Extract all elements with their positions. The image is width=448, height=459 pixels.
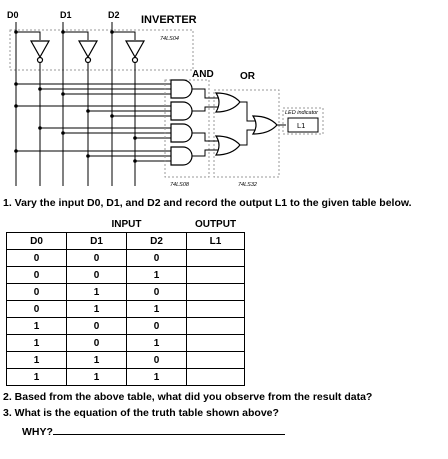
cell-d0: 1 — [6, 351, 67, 369]
cell-d1: 1 — [66, 300, 127, 318]
inverter-chip-outline — [9, 29, 194, 71]
cell-d2: 0 — [126, 351, 187, 369]
inverter-title: INVERTER — [141, 14, 197, 26]
cell-d2: 1 — [126, 266, 187, 284]
cell-d2: 0 — [126, 249, 187, 267]
and-chip-label: 74LS08 — [170, 182, 190, 188]
cell-l1[interactable] — [186, 368, 245, 386]
inverter-gate-d0 — [29, 40, 51, 64]
and-title: AND — [192, 69, 214, 80]
or-gate-1 — [214, 92, 241, 113]
or-chip-outline — [213, 89, 280, 178]
input-label-d2: D2 — [108, 10, 120, 20]
or-title: OR — [240, 71, 256, 82]
cell-d2: 1 — [126, 300, 187, 318]
or-gate-3 — [251, 115, 278, 135]
cell-l1[interactable] — [186, 266, 245, 284]
led-indicator-label: LED indicator — [285, 110, 319, 116]
cell-d2: 1 — [126, 334, 187, 352]
group-header-input: INPUT — [111, 218, 142, 230]
led-l1-box — [287, 117, 319, 133]
inverter-gate-d2 — [124, 40, 146, 64]
cell-d1: 0 — [66, 317, 127, 335]
cell-d1: 1 — [66, 368, 127, 386]
cell-l1[interactable] — [186, 283, 245, 301]
cell-d0: 1 — [6, 334, 67, 352]
why-label: WHY? — [22, 426, 53, 438]
led-indicator-outline — [282, 107, 324, 135]
cell-l1[interactable] — [186, 300, 245, 318]
cell-d0: 1 — [6, 368, 67, 386]
cell-l1[interactable] — [186, 317, 245, 335]
why-answer-line[interactable]: WHY? — [22, 425, 285, 438]
cell-d0: 0 — [6, 300, 67, 318]
cell-d1: 0 — [66, 266, 127, 284]
and-gate-1 — [170, 79, 193, 99]
cell-d0: 0 — [6, 249, 67, 267]
and-chip-outline — [164, 79, 210, 178]
logic-circuit-diagram: D0 D1 D2 INVERTER 74LS04 — [7, 10, 324, 188]
answer-blank[interactable] — [52, 425, 285, 435]
inverter-gate-d1 — [77, 40, 99, 64]
cell-d1: 1 — [66, 351, 127, 369]
and-gate-3 — [170, 123, 193, 143]
cell-l1[interactable] — [186, 351, 245, 369]
cell-l1[interactable] — [186, 334, 245, 352]
and-gate-4 — [170, 146, 193, 166]
question-1: 1. Vary the input D0, D1, and D2 and rec… — [3, 197, 412, 209]
input-label-d0: D0 — [7, 10, 19, 20]
or-gate-2 — [214, 135, 241, 156]
cell-d2: 1 — [126, 368, 187, 386]
question-2: 2. Based from the above table, what did … — [3, 391, 373, 403]
header-d2: D2 — [126, 232, 187, 250]
cell-d2: 0 — [126, 283, 187, 301]
and-gate-2 — [170, 101, 193, 121]
cell-d1: 0 — [66, 249, 127, 267]
cell-d0: 1 — [6, 317, 67, 335]
led-l1-label: L1 — [297, 121, 305, 130]
cell-d0: 0 — [6, 283, 67, 301]
group-header-output: OUTPUT — [194, 218, 237, 230]
input-label-d1: D1 — [60, 10, 72, 20]
header-d1: D1 — [66, 232, 127, 250]
cell-d1: 0 — [66, 334, 127, 352]
cell-d1: 1 — [66, 283, 127, 301]
table-header-row: D0 D1 D2 L1 — [6, 232, 245, 250]
cell-d2: 0 — [126, 317, 187, 335]
question-3: 3. What is the equation of the truth tab… — [3, 407, 279, 419]
inverter-chip-label: 74LS04 — [160, 36, 179, 42]
cell-d0: 0 — [6, 266, 67, 284]
or-chip-label: 74LS32 — [238, 182, 257, 188]
cell-l1[interactable] — [186, 249, 245, 267]
header-d0: D0 — [6, 232, 67, 250]
header-l1: L1 — [186, 232, 245, 250]
